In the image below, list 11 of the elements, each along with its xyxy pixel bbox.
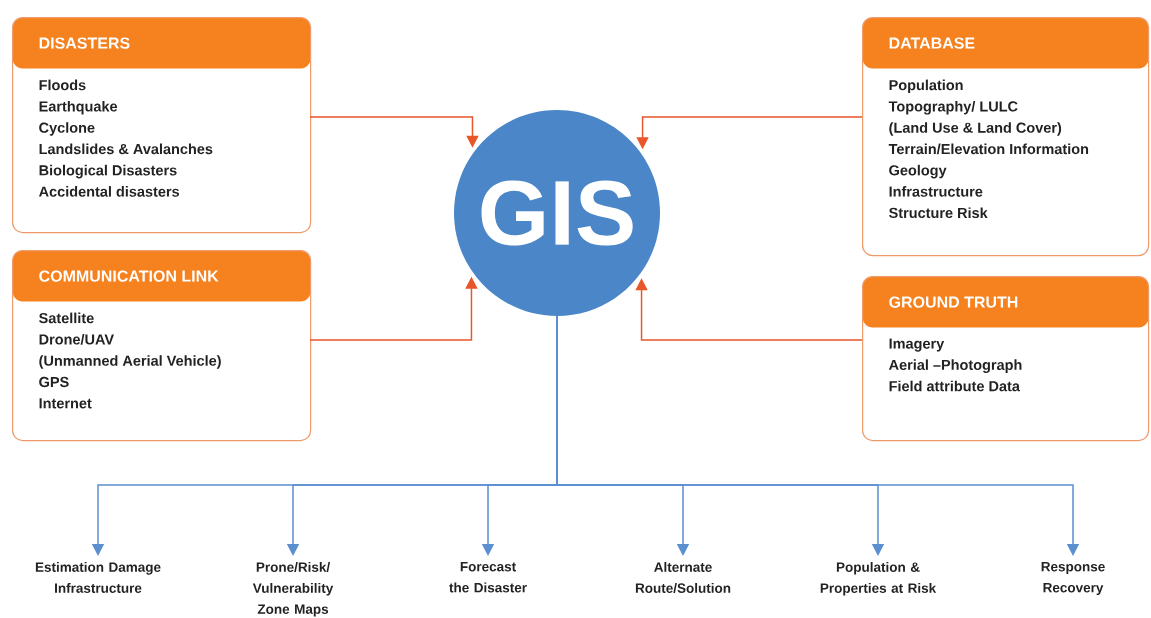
category-box: GROUND TRUTH Imagery Aerial –Photograph Field attribute Data	[862, 276, 1150, 442]
outcome-label: Population & Properties at Risk	[820, 562, 937, 596]
category-box: COMMUNICATION LINK Satellite Drone/UAV (Unmanned Aerial Vehicle) GPS Internet	[12, 250, 312, 442]
outcome-label: Estimation Damage Infrastructure	[35, 562, 161, 593]
category-box: DATABASE Population Topography/ LULC (Land Use & Land Cover) Terrain/Elevation Information Geology Infrastructure Structure Risk	[862, 17, 1150, 257]
outcome-label: Response Recovery	[1041, 562, 1105, 596]
outcome-label: Forecast the Disaster	[449, 562, 527, 593]
category-box: DISASTERS Floods Earthquake Cyclone Landslides & Avalanches Biological Disasters Accidental disasters	[12, 17, 312, 234]
arrow	[556, 315, 1080, 556]
outcome-label: Alternate Route/Solution	[635, 562, 731, 594]
outcome-label: Prone/Risk/ Vulnerability Zone Maps	[252, 562, 334, 617]
